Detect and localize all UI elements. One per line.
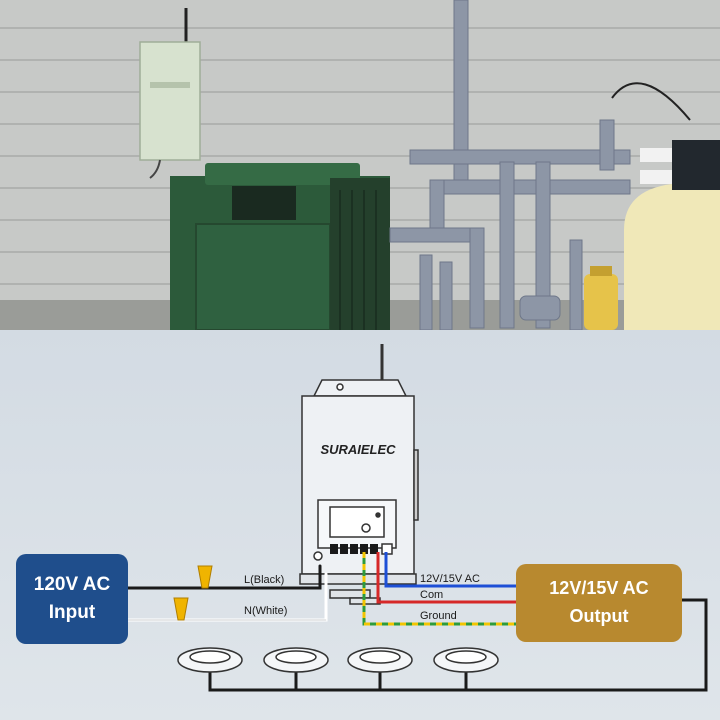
filter-tank-photo bbox=[624, 140, 720, 330]
pool-light bbox=[263, 647, 329, 673]
lighting-cable bbox=[208, 598, 708, 692]
output-voltage-label: 12V/15V AC bbox=[549, 578, 648, 598]
wire-connector bbox=[173, 565, 213, 621]
pool-light bbox=[433, 647, 499, 673]
plumbing-photo bbox=[389, 0, 631, 330]
installation-photo bbox=[0, 0, 720, 330]
brand-name: SURAIELEC bbox=[320, 442, 396, 457]
output-wires bbox=[362, 552, 516, 626]
ground-label: Ground bbox=[420, 610, 457, 622]
pool-light bbox=[177, 647, 243, 673]
output-label: Output bbox=[570, 606, 629, 626]
input-voltage-label: 120V AC bbox=[34, 574, 111, 595]
output-voltage-wire-label: 12V/15V AC bbox=[420, 573, 480, 585]
input-label: Input bbox=[49, 602, 96, 623]
chemical-bottle-photo bbox=[584, 274, 618, 330]
pool-light bbox=[347, 647, 413, 673]
output-box bbox=[516, 564, 682, 642]
com-label: Com bbox=[420, 589, 443, 601]
wiring-diagram: SURAIELEC bbox=[0, 330, 720, 720]
l-black-label: L(Black) bbox=[244, 574, 284, 586]
transformer-photo bbox=[139, 8, 201, 179]
input-box bbox=[16, 554, 128, 644]
input-wires bbox=[126, 564, 328, 622]
n-white-label: N(White) bbox=[244, 605, 287, 617]
pool-heater-photo bbox=[170, 163, 390, 330]
